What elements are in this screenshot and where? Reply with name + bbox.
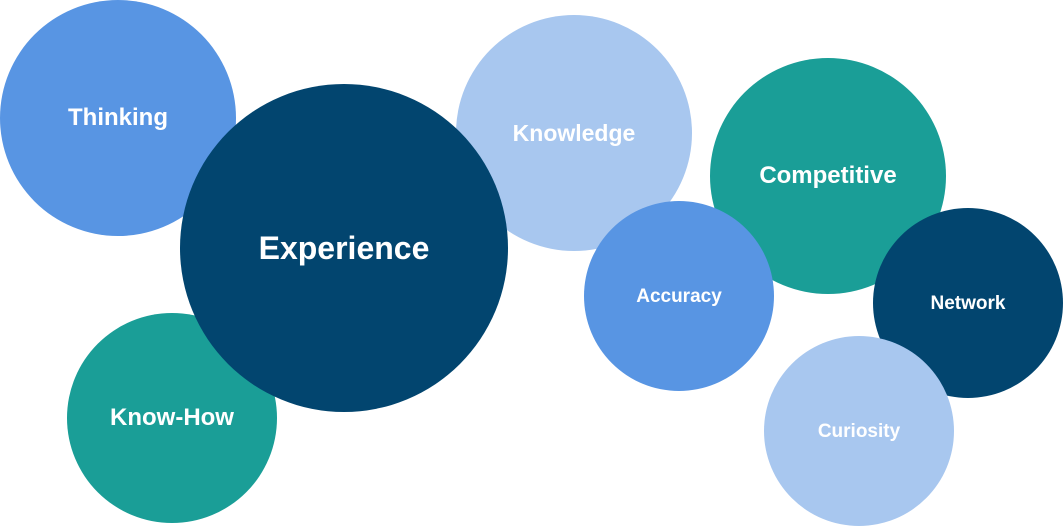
bubble-label-knowledge: Knowledge — [512, 119, 636, 146]
bubble-thinking: Thinking — [0, 0, 236, 236]
bubble-label-know-how: Know-How — [110, 404, 234, 431]
bubble-label-network: Network — [930, 292, 1006, 314]
bubble-label-thinking: Thinking — [68, 104, 168, 131]
bubble-label-competitive: Competitive — [759, 162, 897, 189]
bubble-label-accuracy: Accuracy — [636, 285, 722, 307]
bubble-label-experience: Experience — [258, 230, 430, 266]
bubble-curiosity: Curiosity — [764, 336, 954, 526]
bubble-experience: Experience — [180, 84, 508, 412]
bubble-accuracy: Accuracy — [584, 201, 774, 391]
bubble-label-curiosity: Curiosity — [817, 420, 901, 442]
